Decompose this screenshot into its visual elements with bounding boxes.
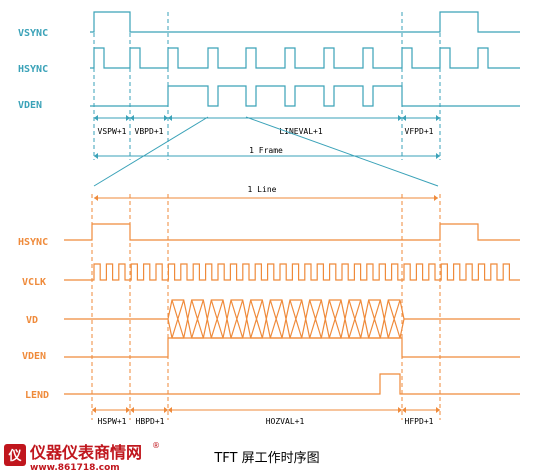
zoom-line-right xyxy=(245,116,439,187)
arrowhead-icon xyxy=(168,115,172,121)
registered-mark: ® xyxy=(152,441,160,450)
zoom-line-left xyxy=(93,116,209,187)
lineval-label: LINEVAL+1 xyxy=(279,127,323,136)
arrowhead-icon xyxy=(436,407,440,413)
frame-label: 1 Frame xyxy=(249,146,283,155)
lend-waveform xyxy=(64,373,520,395)
vbpd-label: VBPD+1 xyxy=(135,127,164,136)
hsync-bottom-waveform xyxy=(64,223,520,241)
hozval-label: HOZVAL+1 xyxy=(266,417,305,426)
arrowhead-icon xyxy=(92,407,96,413)
lend-label: LEND xyxy=(25,390,49,401)
top-dashed-markers xyxy=(93,12,441,160)
vden-label-top: VDEN xyxy=(18,100,42,111)
bottom-interval-arrows xyxy=(92,407,440,413)
hsync-label-top: HSYNC xyxy=(18,64,48,75)
line-arrow xyxy=(94,195,438,201)
arrowhead-icon xyxy=(436,115,440,121)
vclk-waveform xyxy=(64,263,520,281)
vden-top-waveform xyxy=(90,85,520,107)
vden-label-bottom: VDEN xyxy=(22,351,46,362)
hsync-label-bottom: HSYNC xyxy=(18,237,48,248)
arrowhead-icon xyxy=(398,407,402,413)
diagram-caption: TFT 屏工作时序图 xyxy=(213,451,319,466)
hfpd-label: HFPD+1 xyxy=(405,417,434,426)
arrowhead-icon xyxy=(436,153,440,159)
arrowhead-icon xyxy=(126,407,130,413)
vd-waveform xyxy=(64,299,520,339)
horizontal-timing-group: 1 Line HSYNC VCLK VD VDEN LEND HSPW+1 HB… xyxy=(18,185,520,426)
vertical-timing-group: VSYNC HSYNC VDEN VSPW+1 VBPD+1 LINEVAL+1… xyxy=(18,11,520,187)
vfpd-label: VFPD+1 xyxy=(405,127,434,136)
vspw-label: VSPW+1 xyxy=(98,127,127,136)
hbpd-label: HBPD+1 xyxy=(136,417,165,426)
line-label: 1 Line xyxy=(248,185,277,194)
arrowhead-icon xyxy=(168,407,172,413)
arrowhead-icon xyxy=(94,115,98,121)
arrowhead-icon xyxy=(126,115,130,121)
hsync-top-waveform xyxy=(90,47,520,69)
arrowhead-icon xyxy=(164,407,168,413)
arrowhead-icon xyxy=(434,195,438,201)
watermark-logo: 仪 仪器仪表商情网 ® www.861718.com xyxy=(4,441,160,473)
arrowhead-icon xyxy=(130,407,134,413)
logo-mark-glyph: 仪 xyxy=(7,449,22,464)
vd-label: VD xyxy=(26,315,38,326)
arrowhead-icon xyxy=(164,115,168,121)
hspw-label: HSPW+1 xyxy=(98,417,127,426)
arrowhead-icon xyxy=(94,195,98,201)
watermark-name: 仪器仪表商情网 xyxy=(29,443,142,462)
bottom-dashed-markers xyxy=(91,194,441,420)
arrowhead-icon xyxy=(94,153,98,159)
vsync-label: VSYNC xyxy=(18,28,48,39)
watermark-url: www.861718.com xyxy=(30,463,120,473)
vden-bottom-waveform xyxy=(64,337,520,358)
arrowhead-icon xyxy=(402,115,406,121)
top-interval-arrows xyxy=(94,115,440,159)
vsync-waveform xyxy=(90,11,520,33)
vclk-label: VCLK xyxy=(22,277,46,288)
arrowhead-icon xyxy=(130,115,134,121)
arrowhead-icon xyxy=(402,407,406,413)
logo-mark-icon xyxy=(4,444,26,466)
arrowhead-icon xyxy=(398,115,402,121)
